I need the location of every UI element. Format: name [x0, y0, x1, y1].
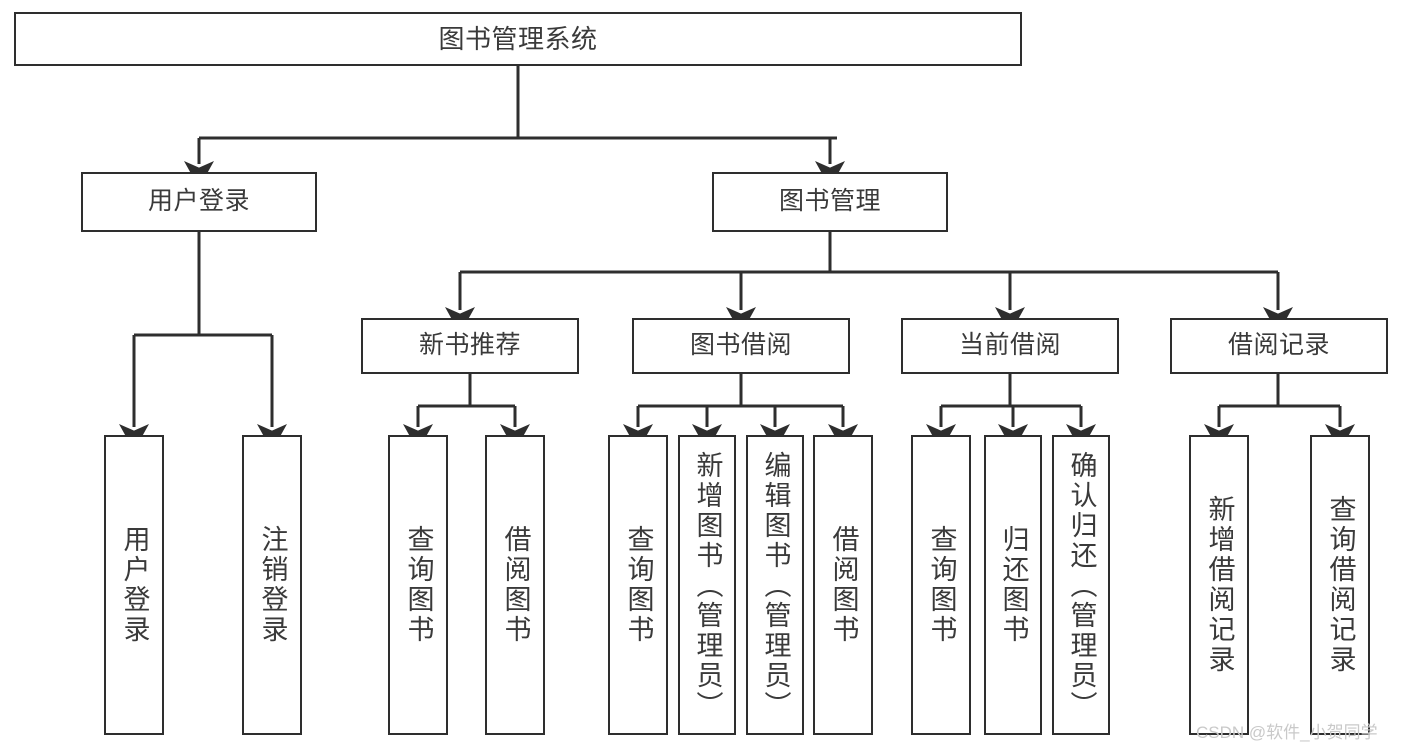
leaf-query-book-3[interactable]: 查询图书 — [911, 435, 971, 735]
leaf-confirm-return-label: 确认归还（管理员） — [1066, 451, 1097, 721]
leaf-borrow-book-1-label: 借阅图书 — [500, 525, 531, 645]
node-book-borrow-label: 图书借阅 — [689, 331, 792, 360]
leaf-query-book-1[interactable]: 查询图书 — [388, 435, 448, 735]
leaf-query-book-2[interactable]: 查询图书 — [608, 435, 668, 735]
node-root[interactable]: 图书管理系统 — [14, 12, 1022, 66]
leaf-add-book[interactable]: 新增图书（管理员） — [678, 435, 736, 735]
leaf-add-book-label: 新增图书（管理员） — [692, 451, 723, 721]
leaf-confirm-return[interactable]: 确认归还（管理员） — [1052, 435, 1110, 735]
node-current-borrow[interactable]: 当前借阅 — [901, 318, 1119, 374]
node-book-borrow[interactable]: 图书借阅 — [632, 318, 850, 374]
leaf-return-book[interactable]: 归还图书 — [984, 435, 1042, 735]
node-borrow-record-label: 借阅记录 — [1227, 331, 1330, 360]
node-borrow-record[interactable]: 借阅记录 — [1170, 318, 1388, 374]
leaf-user-logout-label: 注销登录 — [257, 525, 288, 645]
leaf-borrow-book-1[interactable]: 借阅图书 — [485, 435, 545, 735]
node-new-book-rec[interactable]: 新书推荐 — [361, 318, 579, 374]
csdn-watermark: CSDN @软件_小贺同学 — [1196, 723, 1378, 742]
leaf-query-book-2-label: 查询图书 — [623, 525, 654, 645]
leaf-query-record-label: 查询借阅记录 — [1325, 495, 1356, 675]
leaf-user-logout[interactable]: 注销登录 — [242, 435, 302, 735]
leaf-edit-book-label: 编辑图书（管理员） — [760, 451, 791, 721]
node-user-login[interactable]: 用户登录 — [81, 172, 317, 232]
leaf-query-book-1-label: 查询图书 — [403, 525, 434, 645]
node-book-manage[interactable]: 图书管理 — [712, 172, 948, 232]
leaf-add-record[interactable]: 新增借阅记录 — [1189, 435, 1249, 735]
node-root-label: 图书管理系统 — [438, 23, 598, 54]
leaf-query-record[interactable]: 查询借阅记录 — [1310, 435, 1370, 735]
leaf-borrow-book-2[interactable]: 借阅图书 — [813, 435, 873, 735]
node-user-login-label: 用户登录 — [147, 187, 250, 216]
leaf-user-login[interactable]: 用户登录 — [104, 435, 164, 735]
leaf-user-login-label: 用户登录 — [119, 525, 150, 645]
leaf-borrow-book-2-label: 借阅图书 — [828, 525, 859, 645]
leaf-edit-book[interactable]: 编辑图书（管理员） — [746, 435, 804, 735]
node-book-manage-label: 图书管理 — [778, 187, 881, 216]
leaf-add-record-label: 新增借阅记录 — [1204, 495, 1235, 675]
node-current-borrow-label: 当前借阅 — [958, 331, 1061, 360]
node-new-book-rec-label: 新书推荐 — [418, 331, 521, 360]
leaf-return-book-label: 归还图书 — [998, 525, 1029, 645]
leaf-query-book-3-label: 查询图书 — [926, 525, 957, 645]
